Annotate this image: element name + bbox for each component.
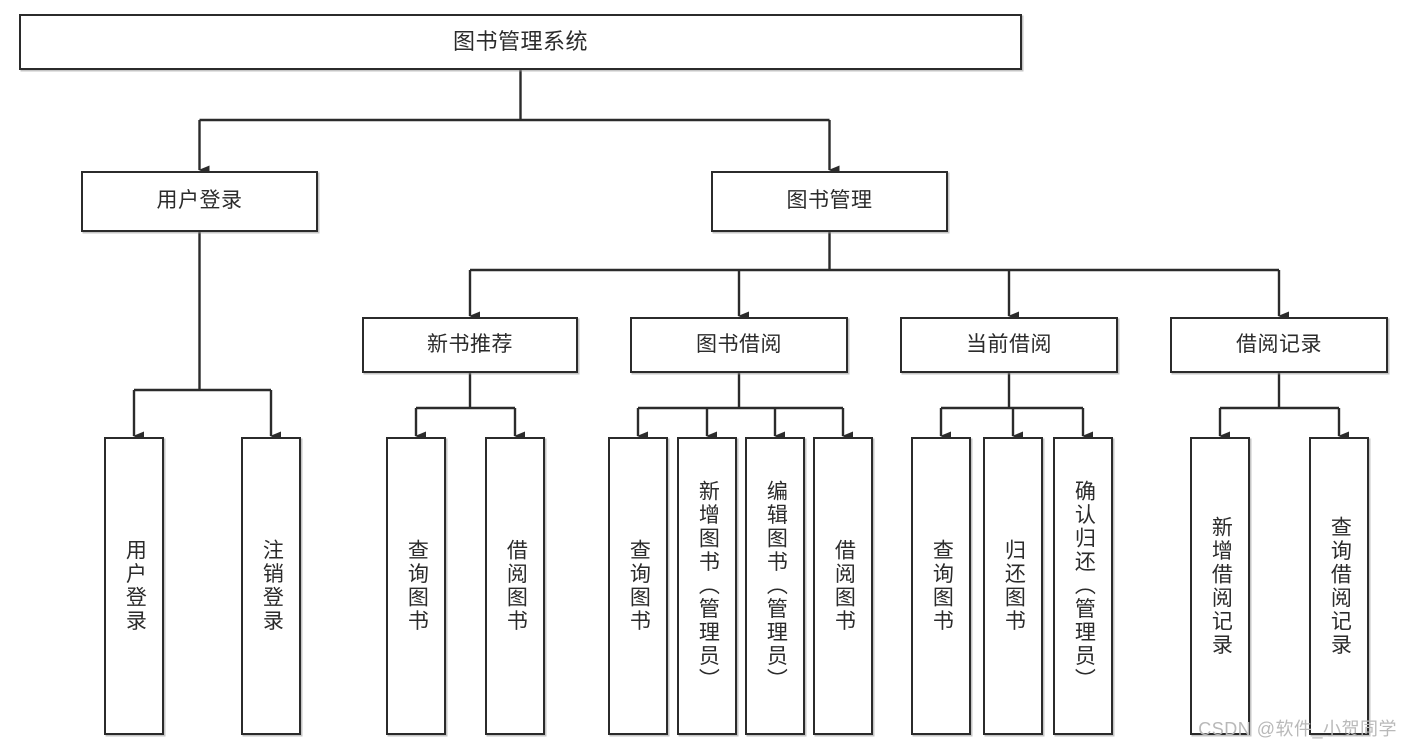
watermark-text: CSDN @软件_小贺同学 [1198, 719, 1397, 739]
node-label-l2_2: 当前借阅 [966, 332, 1052, 356]
node-box-leaf_3[interactable]: 借阅图书 [485, 437, 545, 735]
node-box-leaf_9[interactable]: 归还图书 [983, 437, 1043, 735]
node-box-leaf_6[interactable]: 编辑图书（管理员） [745, 437, 805, 735]
node-box-l2_0[interactable]: 新书推荐 [362, 317, 578, 373]
node-box-leaf_7[interactable]: 借阅图书 [813, 437, 873, 735]
node-box-leaf_10[interactable]: 确认归还（管理员） [1053, 437, 1113, 735]
node-label-leaf_4: 查询图书 [627, 539, 651, 633]
node-box-leaf_5[interactable]: 新增图书（管理员） [677, 437, 737, 735]
node-box-root[interactable]: 图书管理系统 [19, 14, 1022, 70]
node-box-leaf_2[interactable]: 查询图书 [386, 437, 446, 735]
node-box-l2_1[interactable]: 图书借阅 [630, 317, 848, 373]
node-label-root: 图书管理系统 [452, 29, 588, 55]
node-label-l1_0: 用户登录 [156, 189, 243, 213]
node-box-leaf_8[interactable]: 查询图书 [911, 437, 971, 735]
node-label-leaf_1: 注销登录 [260, 539, 284, 633]
node-box-l2_3[interactable]: 借阅记录 [1170, 317, 1388, 373]
node-label-leaf_5: 新增图书（管理员） [696, 480, 720, 692]
node-box-leaf_1[interactable]: 注销登录 [241, 437, 301, 735]
node-label-leaf_3: 借阅图书 [504, 539, 528, 633]
node-label-l1_1: 图书管理 [786, 189, 873, 213]
node-box-leaf_0[interactable]: 用户登录 [104, 437, 164, 735]
node-box-l1_1[interactable]: 图书管理 [711, 171, 948, 232]
node-box-leaf_4[interactable]: 查询图书 [608, 437, 668, 735]
node-label-l2_0: 新书推荐 [427, 332, 513, 356]
node-box-leaf_12[interactable]: 查询借阅记录 [1309, 437, 1369, 735]
edge-group [132, 70, 1349, 441]
node-label-leaf_8: 查询图书 [930, 539, 954, 633]
node-label-leaf_7: 借阅图书 [832, 539, 856, 633]
node-label-leaf_6: 编辑图书（管理员） [764, 480, 788, 692]
node-label-leaf_0: 用户登录 [123, 539, 147, 633]
node-label-leaf_2: 查询图书 [405, 539, 429, 633]
node-label-leaf_12: 查询借阅记录 [1328, 515, 1352, 657]
node-box-leaf_11[interactable]: 新增借阅记录 [1190, 437, 1250, 735]
node-label-leaf_9: 归还图书 [1002, 539, 1026, 633]
node-label-l2_3: 借阅记录 [1236, 332, 1322, 356]
node-label-l2_1: 图书借阅 [696, 332, 782, 356]
node-box-l2_2[interactable]: 当前借阅 [900, 317, 1118, 373]
node-box-l1_0[interactable]: 用户登录 [81, 171, 318, 232]
node-label-leaf_11: 新增借阅记录 [1209, 515, 1233, 657]
node-label-leaf_10: 确认归还（管理员） [1072, 480, 1096, 692]
